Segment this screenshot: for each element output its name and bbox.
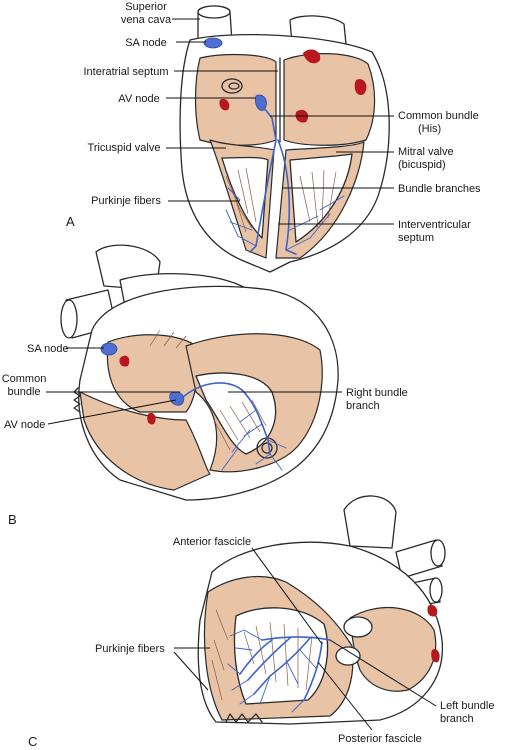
label-purkinje-fibers-c: Purkinje fibers bbox=[95, 643, 165, 655]
leader-left-bundle-branch bbox=[329, 639, 437, 707]
label-right-bundle-branch-line1: Right bundle bbox=[346, 387, 408, 399]
panel-letter-a: A bbox=[66, 214, 75, 229]
label-common-bundle-b-line1: Common bbox=[2, 373, 47, 385]
label-interatrial-septum: Interatrial septum bbox=[84, 66, 169, 78]
label-anterior-fascicle: Anterior fascicle bbox=[173, 536, 251, 548]
panel-a-labels: Superior vena cava SA node Interatrial s… bbox=[66, 1, 481, 244]
label-av-node-b: AV node bbox=[4, 419, 45, 431]
label-purkinje-fibers-a: Purkinje fibers bbox=[91, 195, 161, 207]
leader-av-node-b bbox=[47, 399, 177, 425]
label-interventricular-septum-line2: septum bbox=[398, 232, 434, 244]
label-av-node-a: AV node bbox=[118, 93, 159, 105]
label-superior-vena-cava-line2: vena cava bbox=[121, 14, 172, 26]
panel-letter-c: C bbox=[28, 734, 37, 749]
label-common-bundle-b-line2: bundle bbox=[7, 386, 40, 398]
label-interventricular-septum-line1: Interventricular bbox=[398, 219, 471, 231]
label-common-bundle-line1: Common bundle bbox=[398, 110, 479, 122]
label-right-bundle-branch-line2: branch bbox=[346, 400, 380, 412]
leader-posterior-fascicle bbox=[317, 661, 373, 731]
panel-letter-b: B bbox=[8, 512, 17, 527]
label-posterior-fascicle: Posterior fascicle bbox=[338, 733, 422, 745]
panel-c-labels: Anterior fascicle Purkinje fibers Left b… bbox=[28, 536, 494, 749]
label-mitral-valve-line1: Mitral valve bbox=[398, 146, 454, 158]
label-sa-node-a: SA node bbox=[125, 37, 167, 49]
label-common-bundle-line2: (His) bbox=[418, 123, 441, 135]
label-bundle-branches: Bundle branches bbox=[398, 183, 481, 195]
panel-b-heart bbox=[60, 244, 339, 501]
label-left-bundle-branch-line1: Left bundle bbox=[440, 700, 494, 712]
leader-purkinje-fibers-c-lower bbox=[173, 651, 209, 691]
label-tricuspid-valve: Tricuspid valve bbox=[88, 142, 161, 154]
panel-c-heart bbox=[197, 495, 446, 725]
label-sa-node-b: SA node bbox=[27, 343, 69, 355]
label-mitral-valve-line2: (bicuspid) bbox=[398, 159, 446, 171]
panel-b-labels: SA node Common bundle AV node Right bund… bbox=[2, 343, 408, 527]
panel-a-heart bbox=[179, 5, 390, 273]
label-left-bundle-branch-line2: branch bbox=[440, 713, 474, 725]
label-superior-vena-cava-line1: Superior bbox=[125, 1, 167, 13]
leader-anterior-fascicle bbox=[251, 547, 323, 645]
